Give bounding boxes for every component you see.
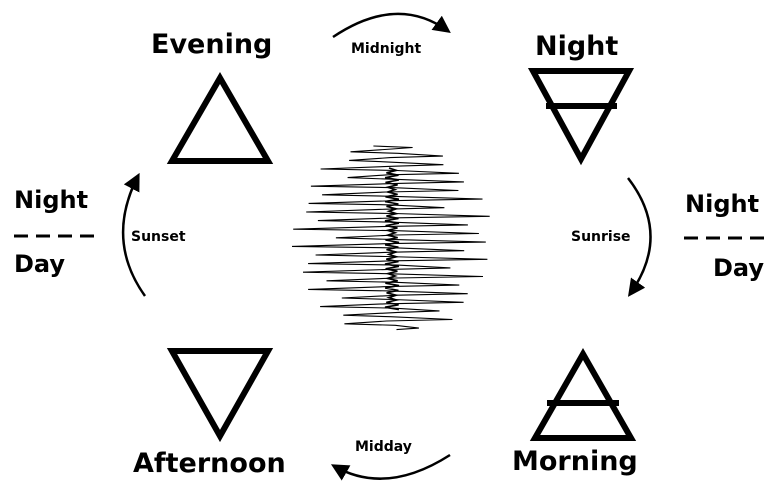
left-day-label: Day — [14, 252, 65, 276]
evening-triangle-icon — [172, 78, 268, 161]
right-day-label: Day — [713, 256, 764, 280]
midday-label: Midday — [355, 440, 412, 454]
midnight-label: Midnight — [351, 42, 421, 56]
afternoon-triangle-icon — [172, 351, 268, 436]
evening-label: Evening — [151, 31, 272, 58]
night-label: Night — [535, 33, 618, 60]
left-night-label: Night — [14, 188, 88, 212]
morning-triangle-icon — [535, 354, 631, 438]
midday-arrow-icon — [334, 455, 450, 479]
afternoon-label: Afternoon — [133, 450, 286, 477]
night-triangle-icon — [533, 71, 629, 159]
spiral-scribble-sphere-icon — [292, 146, 490, 330]
right-night-label: Night — [685, 192, 759, 216]
sunset-label: Sunset — [131, 230, 186, 244]
sunrise-label: Sunrise — [571, 230, 631, 244]
midnight-arrow-icon — [333, 14, 448, 37]
sunrise-arrow-icon — [628, 178, 651, 294]
morning-label: Morning — [512, 448, 638, 475]
